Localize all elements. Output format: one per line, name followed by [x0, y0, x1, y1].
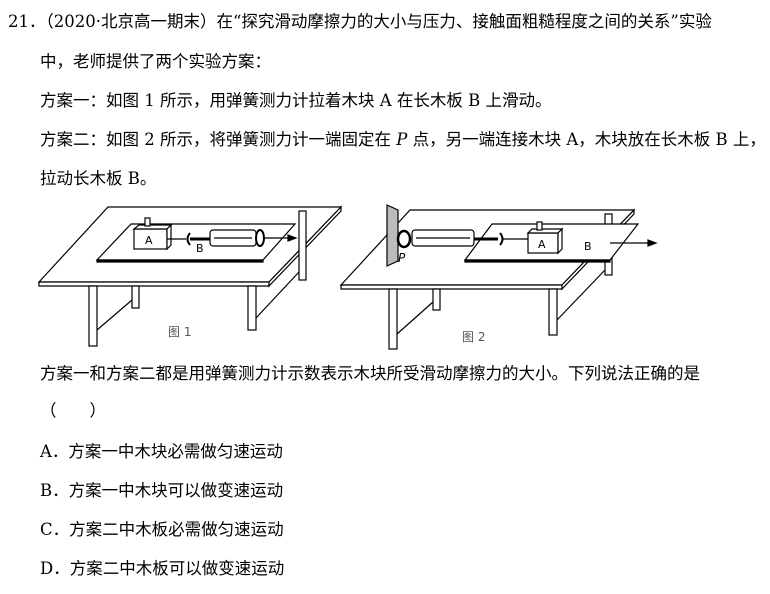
question-number: 21．（2020·北京高一期末）	[8, 12, 217, 31]
figure-2: A B P 图 2	[339, 204, 658, 350]
option-label: D．	[40, 559, 70, 578]
option-label: B．	[40, 481, 69, 500]
option-c[interactable]: C．方案二中木板必需做匀速运动	[40, 520, 284, 540]
fig2-block-label: A	[538, 238, 546, 251]
option-d[interactable]: D．方案二中木板可以做变速运动	[40, 559, 284, 579]
option-b[interactable]: B．方案一中木块可以做变速运动	[40, 481, 283, 501]
fig2-board-label: B	[584, 240, 592, 253]
option-text: 方案二中木板必需做匀速运动	[69, 520, 284, 539]
option-label: C．	[40, 520, 70, 539]
question-header: 21．（2020·北京高一期末）在“探究滑动摩擦力的大小与压力、接触面粗糙程度之…	[8, 12, 712, 32]
option-label: A．	[40, 442, 69, 461]
fig1-board-label: B	[196, 242, 204, 255]
plan2-part-a: 方案二：如图 2 所示，将弹簧测力计一端固定在	[40, 130, 397, 149]
plan2-part-b: 点，另一端连接木块 A，木块放在长木板 B 上，	[407, 130, 766, 149]
plan2-text: 方案二：如图 2 所示，将弹簧测力计一端固定在 P 点，另一端连接木块 A，木块…	[40, 130, 766, 150]
fig2-point-label: P	[398, 251, 406, 265]
fig1-caption: 图 1	[168, 325, 191, 339]
answer-blank: （ ）	[40, 401, 106, 420]
figure-1: A B 图 1	[37, 205, 343, 347]
option-a[interactable]: A．方案一中木块必需做匀速运动	[40, 442, 283, 462]
plan2-line2: 拉动长木板 B。	[40, 169, 157, 188]
plan1-text: 方案一：如图 1 所示，用弹簧测力计拉着木块 A 在长木板 B 上滑动。	[40, 91, 552, 110]
option-text: 方案二中木板可以做变速运动	[69, 559, 285, 578]
point-p: P	[396, 130, 408, 149]
option-text: 方案一中木块必需做匀速运动	[68, 442, 283, 461]
stem-text: 在“探究滑动摩擦力的大小与压力、接触面粗糙程度之间的关系”实验	[216, 12, 712, 31]
option-text: 方案一中木块可以做变速运动	[68, 481, 284, 500]
question-text: 方案一和方案二都是用弹簧测力计示数表示木块所受滑动摩擦力的大小。下列说法正确的是	[40, 364, 700, 383]
fig2-caption: 图 2	[462, 330, 485, 344]
fig1-block-label: A	[145, 234, 153, 247]
stem-line2: 中，老师提供了两个实验方案：	[40, 52, 271, 71]
